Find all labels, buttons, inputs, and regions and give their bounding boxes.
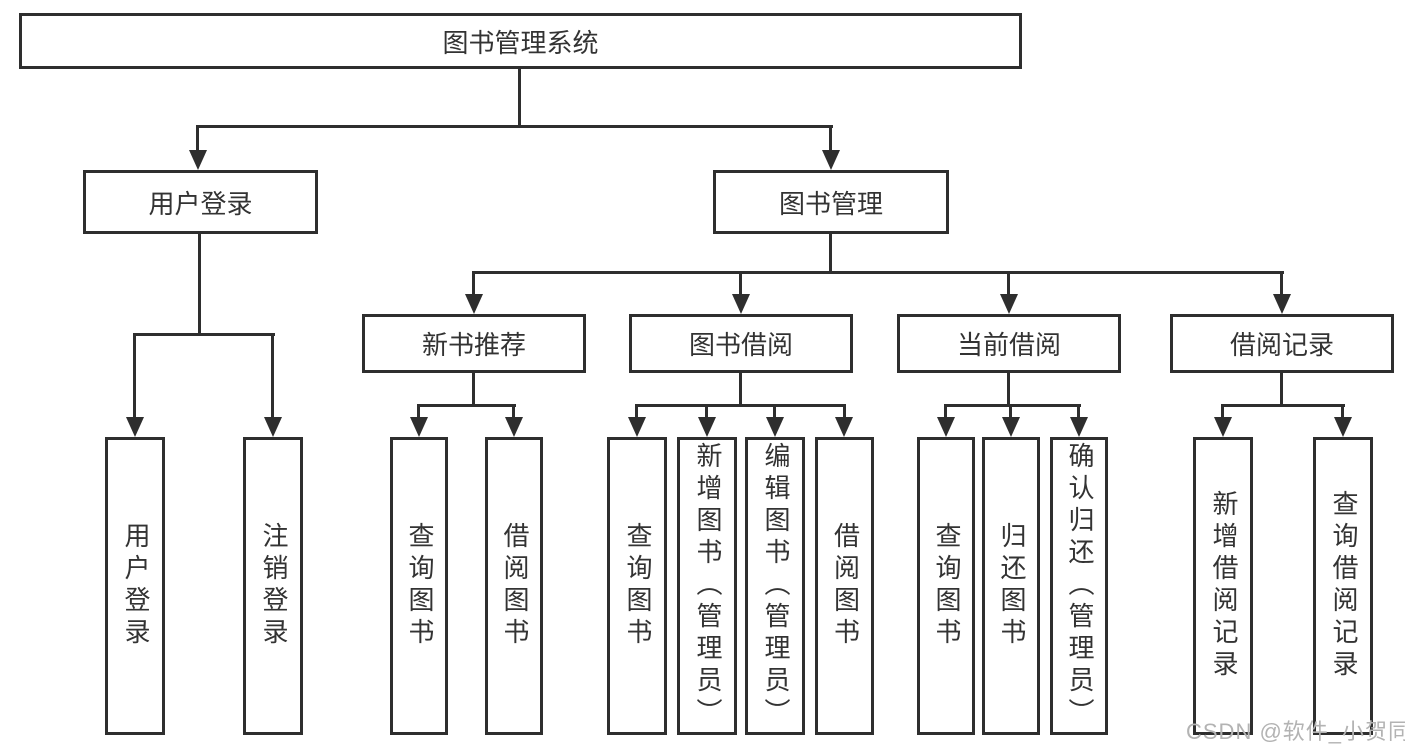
leaf-label: 查询图书 bbox=[404, 522, 435, 650]
leaf-user-login: 用户登录 bbox=[105, 437, 165, 735]
connector-line bbox=[635, 404, 846, 407]
connector-line bbox=[1007, 271, 1010, 296]
connector-line bbox=[133, 333, 275, 336]
connector-line bbox=[773, 404, 776, 420]
connector-line bbox=[1009, 404, 1012, 420]
connector-line bbox=[472, 373, 475, 407]
connector-line bbox=[1221, 404, 1224, 420]
connector-line bbox=[739, 373, 742, 407]
leaf-label: 用户登录 bbox=[120, 522, 151, 650]
arrow-down-icon bbox=[698, 417, 716, 437]
leaf-label: 注销登录 bbox=[258, 522, 289, 650]
leaf-confirm-return-admin: 确认归还（管理员） bbox=[1050, 437, 1108, 735]
connector-line bbox=[518, 69, 521, 127]
connector-line bbox=[472, 271, 475, 296]
leaf-edit-book-admin: 编辑图书（管理员） bbox=[745, 437, 805, 735]
node-borrow-records: 借阅记录 bbox=[1170, 314, 1394, 373]
connector-line bbox=[1280, 373, 1283, 407]
connector-line bbox=[512, 404, 515, 420]
arrow-down-icon bbox=[1000, 294, 1018, 314]
arrow-down-icon bbox=[465, 294, 483, 314]
leaf-return-books: 归还图书 bbox=[982, 437, 1040, 735]
arrow-down-icon bbox=[1002, 417, 1020, 437]
connector-line bbox=[417, 404, 420, 420]
leaf-add-borrow-record: 新增借阅记录 bbox=[1193, 437, 1253, 735]
arrow-down-icon bbox=[822, 150, 840, 170]
csdn-watermark: CSDN @软件_小贺同学 bbox=[1186, 719, 1405, 744]
leaf-label: 借阅图书 bbox=[499, 522, 530, 650]
leaf-label: 新增借阅记录 bbox=[1208, 490, 1239, 682]
node-library-system: 图书管理系统 bbox=[19, 13, 1022, 69]
node-current-borrow: 当前借阅 bbox=[897, 314, 1121, 373]
arrow-down-icon bbox=[410, 417, 428, 437]
node-user-login: 用户登录 bbox=[83, 170, 318, 234]
arrow-down-icon bbox=[1070, 417, 1088, 437]
leaf-label: 新增图书（管理员） bbox=[692, 442, 723, 730]
leaf-add-book-admin: 新增图书（管理员） bbox=[677, 437, 737, 735]
connector-line bbox=[1341, 404, 1344, 420]
connector-line bbox=[271, 333, 274, 418]
connector-line bbox=[1280, 271, 1283, 296]
leaf-label: 查询借阅记录 bbox=[1328, 490, 1359, 682]
arrow-down-icon bbox=[1273, 294, 1291, 314]
connector-line bbox=[196, 125, 199, 153]
leaf-query-books-borrow: 查询图书 bbox=[607, 437, 667, 735]
connector-line bbox=[944, 404, 1081, 407]
leaf-label: 归还图书 bbox=[996, 522, 1027, 650]
connector-line bbox=[635, 404, 638, 420]
connector-line bbox=[705, 404, 708, 420]
connector-line bbox=[198, 234, 201, 336]
arrow-down-icon bbox=[732, 294, 750, 314]
arrow-down-icon bbox=[628, 417, 646, 437]
connector-line bbox=[829, 125, 832, 153]
arrow-down-icon bbox=[264, 417, 282, 437]
connector-line bbox=[196, 125, 833, 128]
leaf-label: 借阅图书 bbox=[830, 522, 861, 650]
arrow-down-icon bbox=[126, 417, 144, 437]
leaf-query-books-recommend: 查询图书 bbox=[390, 437, 448, 735]
node-new-book-recommend: 新书推荐 bbox=[362, 314, 586, 373]
leaf-label: 编辑图书（管理员） bbox=[760, 442, 791, 730]
leaf-logout: 注销登录 bbox=[243, 437, 303, 735]
leaf-label: 查询图书 bbox=[931, 522, 962, 650]
arrow-down-icon bbox=[505, 417, 523, 437]
leaf-label: 确认归还（管理员） bbox=[1064, 442, 1095, 730]
connector-line bbox=[472, 271, 1284, 274]
leaf-borrow-books-recommend: 借阅图书 bbox=[485, 437, 543, 735]
arrow-down-icon bbox=[937, 417, 955, 437]
leaf-borrow-books: 借阅图书 bbox=[815, 437, 874, 735]
arrow-down-icon bbox=[1334, 417, 1352, 437]
connector-line bbox=[739, 271, 742, 296]
arrow-down-icon bbox=[835, 417, 853, 437]
arrow-down-icon bbox=[189, 150, 207, 170]
connector-line bbox=[843, 404, 846, 420]
connector-line bbox=[944, 404, 947, 420]
arrow-down-icon bbox=[1214, 417, 1232, 437]
connector-line bbox=[1221, 404, 1345, 407]
node-book-borrow: 图书借阅 bbox=[629, 314, 853, 373]
leaf-query-borrow-record: 查询借阅记录 bbox=[1313, 437, 1373, 735]
arrow-down-icon bbox=[766, 417, 784, 437]
node-book-management: 图书管理 bbox=[713, 170, 949, 234]
leaf-label: 查询图书 bbox=[622, 522, 653, 650]
connector-line bbox=[829, 234, 832, 273]
connector-line bbox=[1077, 404, 1080, 420]
connector-line bbox=[1007, 373, 1010, 407]
connector-line bbox=[417, 404, 516, 407]
connector-line bbox=[133, 333, 136, 418]
leaf-query-books-current: 查询图书 bbox=[917, 437, 975, 735]
